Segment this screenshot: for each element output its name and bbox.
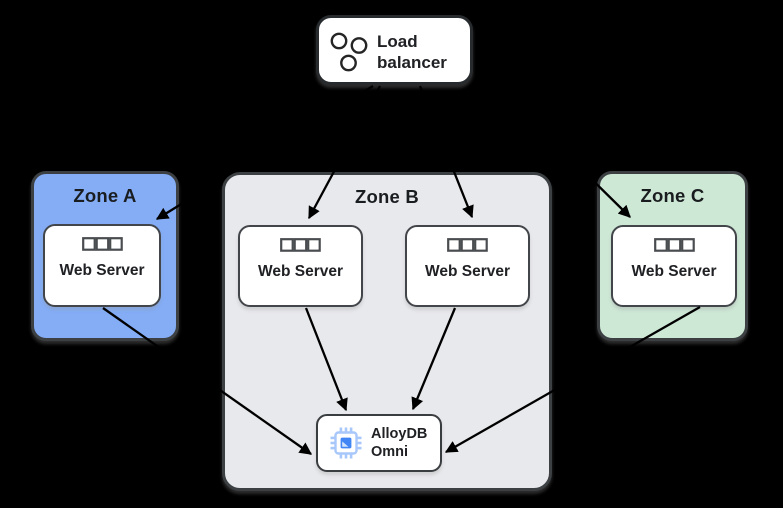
server-rack-icon: [447, 238, 488, 252]
web-server-label: Web Server: [424, 263, 510, 280]
zone-a-title: Zone A: [73, 185, 137, 206]
server-rack-icon: [653, 238, 695, 252]
zone-c-web-server: Web Server: [611, 225, 737, 307]
web-server-label: Web Server: [59, 262, 145, 279]
alloydb-omni-label: AlloyDB Omni: [371, 426, 428, 460]
zone-b-web-server-2: Web Server: [405, 225, 530, 307]
zone-a-web-server: Web Server: [43, 224, 161, 307]
load-balancer-icon: [330, 32, 368, 72]
web-server-label: Web Server: [257, 263, 343, 280]
server-rack-icon: [81, 237, 123, 251]
alloydb-omni-node: AlloyDB Omni: [316, 414, 442, 472]
web-server-label: Web Server: [631, 263, 717, 280]
load-balancer-label: Load balancer: [377, 32, 447, 72]
load-balancer-node: Load balancer: [316, 15, 473, 85]
zone-b-title: Zone B: [355, 186, 419, 207]
server-rack-icon: [280, 238, 321, 252]
zone-b-web-server-1: Web Server: [238, 225, 363, 307]
zone-c-title: Zone C: [640, 185, 705, 206]
alloydb-chip-icon: [330, 427, 362, 459]
